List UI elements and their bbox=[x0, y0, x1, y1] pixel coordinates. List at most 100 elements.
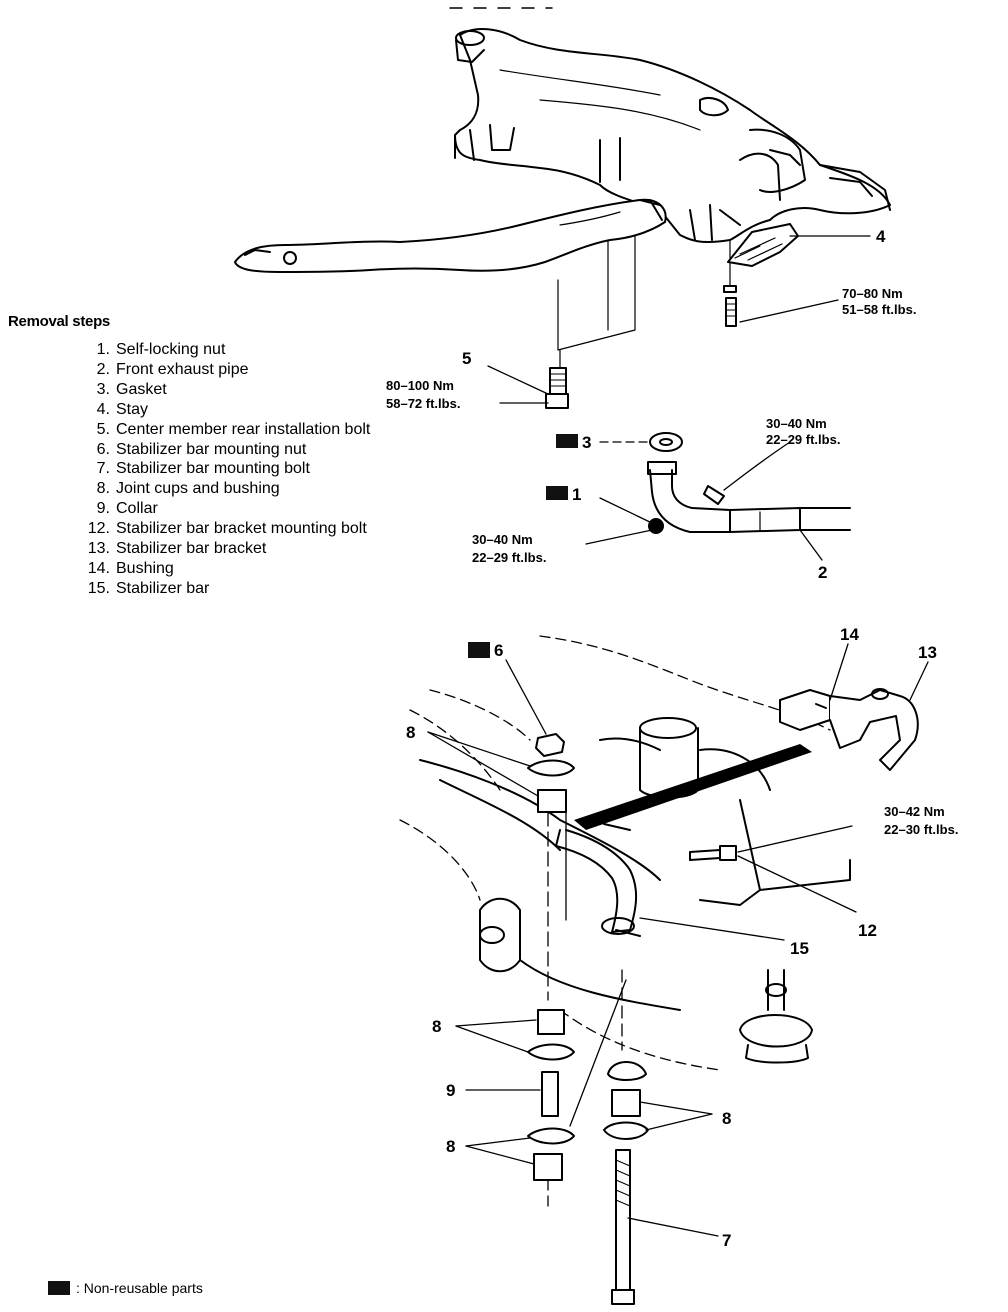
step-number: 5. bbox=[96, 420, 110, 438]
lower-arm bbox=[234, 198, 667, 273]
non-reusable-mark-6 bbox=[468, 642, 490, 658]
step-item: 13.Stabilizer bar bracket bbox=[78, 539, 370, 559]
callout-4: 4 bbox=[876, 227, 886, 246]
torque-stay-ftlbs: 51–58 ft.lbs. bbox=[842, 302, 916, 317]
callout-9: 9 bbox=[446, 1081, 455, 1100]
removal-steps-title: Removal steps bbox=[8, 313, 110, 330]
non-reusable-legend-mark bbox=[48, 1281, 70, 1295]
step-number: 1. bbox=[96, 341, 110, 358]
callout-3: 3 bbox=[582, 433, 591, 452]
leader-8-low-b bbox=[465, 1145, 535, 1165]
link-diagonal bbox=[569, 979, 627, 1127]
callout-2: 2 bbox=[818, 563, 827, 582]
step-item: 5. Center member rear installation bolt bbox=[78, 420, 371, 440]
step-number: 4. bbox=[96, 400, 110, 418]
stay-bolt bbox=[723, 285, 737, 327]
front-exhaust-pipe bbox=[647, 441, 851, 534]
view-wedge bbox=[574, 744, 812, 830]
callout-1: 1 bbox=[572, 485, 581, 504]
callout-5: 5 bbox=[462, 349, 471, 368]
legend-text: : Non-reusable parts bbox=[76, 1280, 203, 1296]
ball-joint bbox=[739, 969, 813, 1064]
lower-right-stack bbox=[603, 969, 649, 1305]
callout-8-mid: 8 bbox=[432, 1017, 441, 1036]
step-label: Bushing bbox=[116, 559, 174, 577]
step-item: 3. Gasket bbox=[78, 380, 370, 400]
step-number: 9. bbox=[96, 500, 110, 518]
non-reusable-mark-3 bbox=[556, 434, 578, 448]
step-label: Collar bbox=[116, 500, 158, 518]
gasket bbox=[649, 432, 683, 452]
step-item: 4. Stay bbox=[78, 400, 370, 420]
callout-8-top: 8 bbox=[406, 723, 415, 742]
step-number: 2. bbox=[96, 360, 110, 378]
removal-steps-list: 1.Self-locking nut 2.Front exhaust pipe … bbox=[78, 340, 371, 599]
callout-6: 6 bbox=[494, 641, 503, 660]
leader-8-right-a bbox=[639, 1101, 713, 1115]
torque-bracket-nm: 30–42 Nm bbox=[884, 804, 945, 819]
leader-8-mid-a bbox=[455, 1019, 537, 1027]
step-item: 6. Stabilizer bar mounting nut bbox=[78, 440, 370, 460]
callout-14: 14 bbox=[840, 625, 859, 644]
step-label: Stabilizer bar mounting nut bbox=[116, 440, 307, 458]
step-label: Joint cups and bushing bbox=[116, 480, 280, 498]
step-label: Stabilizer bar bracket mounting bolt bbox=[116, 520, 367, 538]
leader-7 bbox=[627, 1217, 719, 1237]
step-item: 15. Stabilizer bar bbox=[78, 579, 370, 599]
torque-bracket-ftlbs: 22–30 ft.lbs. bbox=[884, 822, 958, 837]
step-label: Stabilizer bar bbox=[116, 579, 210, 597]
step-label: Stay bbox=[116, 400, 149, 418]
step-label: Stabilizer bar mounting bolt bbox=[116, 460, 310, 478]
torque-center-ftlbs: 58–72 ft.lbs. bbox=[386, 396, 460, 411]
step-item: 1.Self-locking nut bbox=[78, 340, 370, 360]
step-number: 6. bbox=[96, 440, 110, 458]
leader-14 bbox=[829, 643, 849, 701]
step-number: 7. bbox=[96, 460, 110, 478]
non-reusable-mark-1 bbox=[546, 486, 568, 500]
step-label: Center member rear installation bolt bbox=[116, 420, 371, 438]
step-item: 12. Stabilizer bar bracket mounting bolt bbox=[78, 519, 370, 539]
leader-bracket-torque bbox=[737, 825, 853, 853]
step-number: 14. bbox=[87, 559, 110, 577]
torque-exhaust-nut-nm: 30–40 Nm bbox=[472, 532, 533, 547]
step-label: Gasket bbox=[116, 380, 167, 398]
leader-8-top-a bbox=[427, 731, 531, 767]
leader-stay-torque bbox=[739, 299, 839, 323]
leader-exhaust-nut bbox=[585, 529, 653, 545]
stabilizer-bracket-bushing bbox=[779, 688, 919, 771]
step-number: 3. bbox=[96, 380, 110, 398]
step-label: Front exhaust pipe bbox=[116, 360, 249, 378]
step-item: 8. Joint cups and bushing bbox=[78, 479, 370, 499]
leader-5 bbox=[487, 365, 549, 395]
callout-12: 12 bbox=[858, 921, 877, 940]
callout-8-low: 8 bbox=[446, 1137, 455, 1156]
leader-2 bbox=[799, 529, 823, 561]
leader-8-mid-b bbox=[455, 1025, 529, 1053]
leader-1 bbox=[599, 497, 655, 525]
leader-12 bbox=[737, 855, 857, 913]
step-item: 9. Collar bbox=[78, 499, 370, 519]
callout-7: 7 bbox=[722, 1231, 731, 1250]
step-number: 15. bbox=[87, 579, 110, 597]
torque-exhaust-bolt-nm: 30–40 Nm bbox=[766, 416, 827, 431]
leader-8-right-b bbox=[645, 1113, 713, 1131]
step-item: 2. Front exhaust pipe bbox=[78, 360, 370, 380]
leader-8-top-b bbox=[427, 731, 539, 797]
center-member bbox=[454, 28, 891, 244]
center-member-bolt bbox=[545, 367, 569, 409]
leader-15 bbox=[639, 917, 785, 941]
leader-6 bbox=[505, 659, 547, 735]
step-number: 8. bbox=[96, 480, 110, 498]
legend: : Non-reusable parts bbox=[48, 1280, 203, 1296]
bracket-bolt bbox=[689, 845, 737, 861]
leader-8-low-a bbox=[465, 1137, 531, 1147]
strut-housing bbox=[599, 717, 851, 906]
torque-stay-nm: 70–80 Nm bbox=[842, 286, 903, 301]
step-item: 14. Bushing bbox=[78, 559, 370, 579]
step-item: 7. Stabilizer bar mounting bolt bbox=[78, 459, 370, 479]
torque-center-nm: 80–100 Nm bbox=[386, 378, 454, 393]
reference-lines bbox=[557, 234, 731, 376]
step-number: 12. bbox=[87, 520, 110, 538]
stabilizer-bar bbox=[555, 823, 641, 937]
